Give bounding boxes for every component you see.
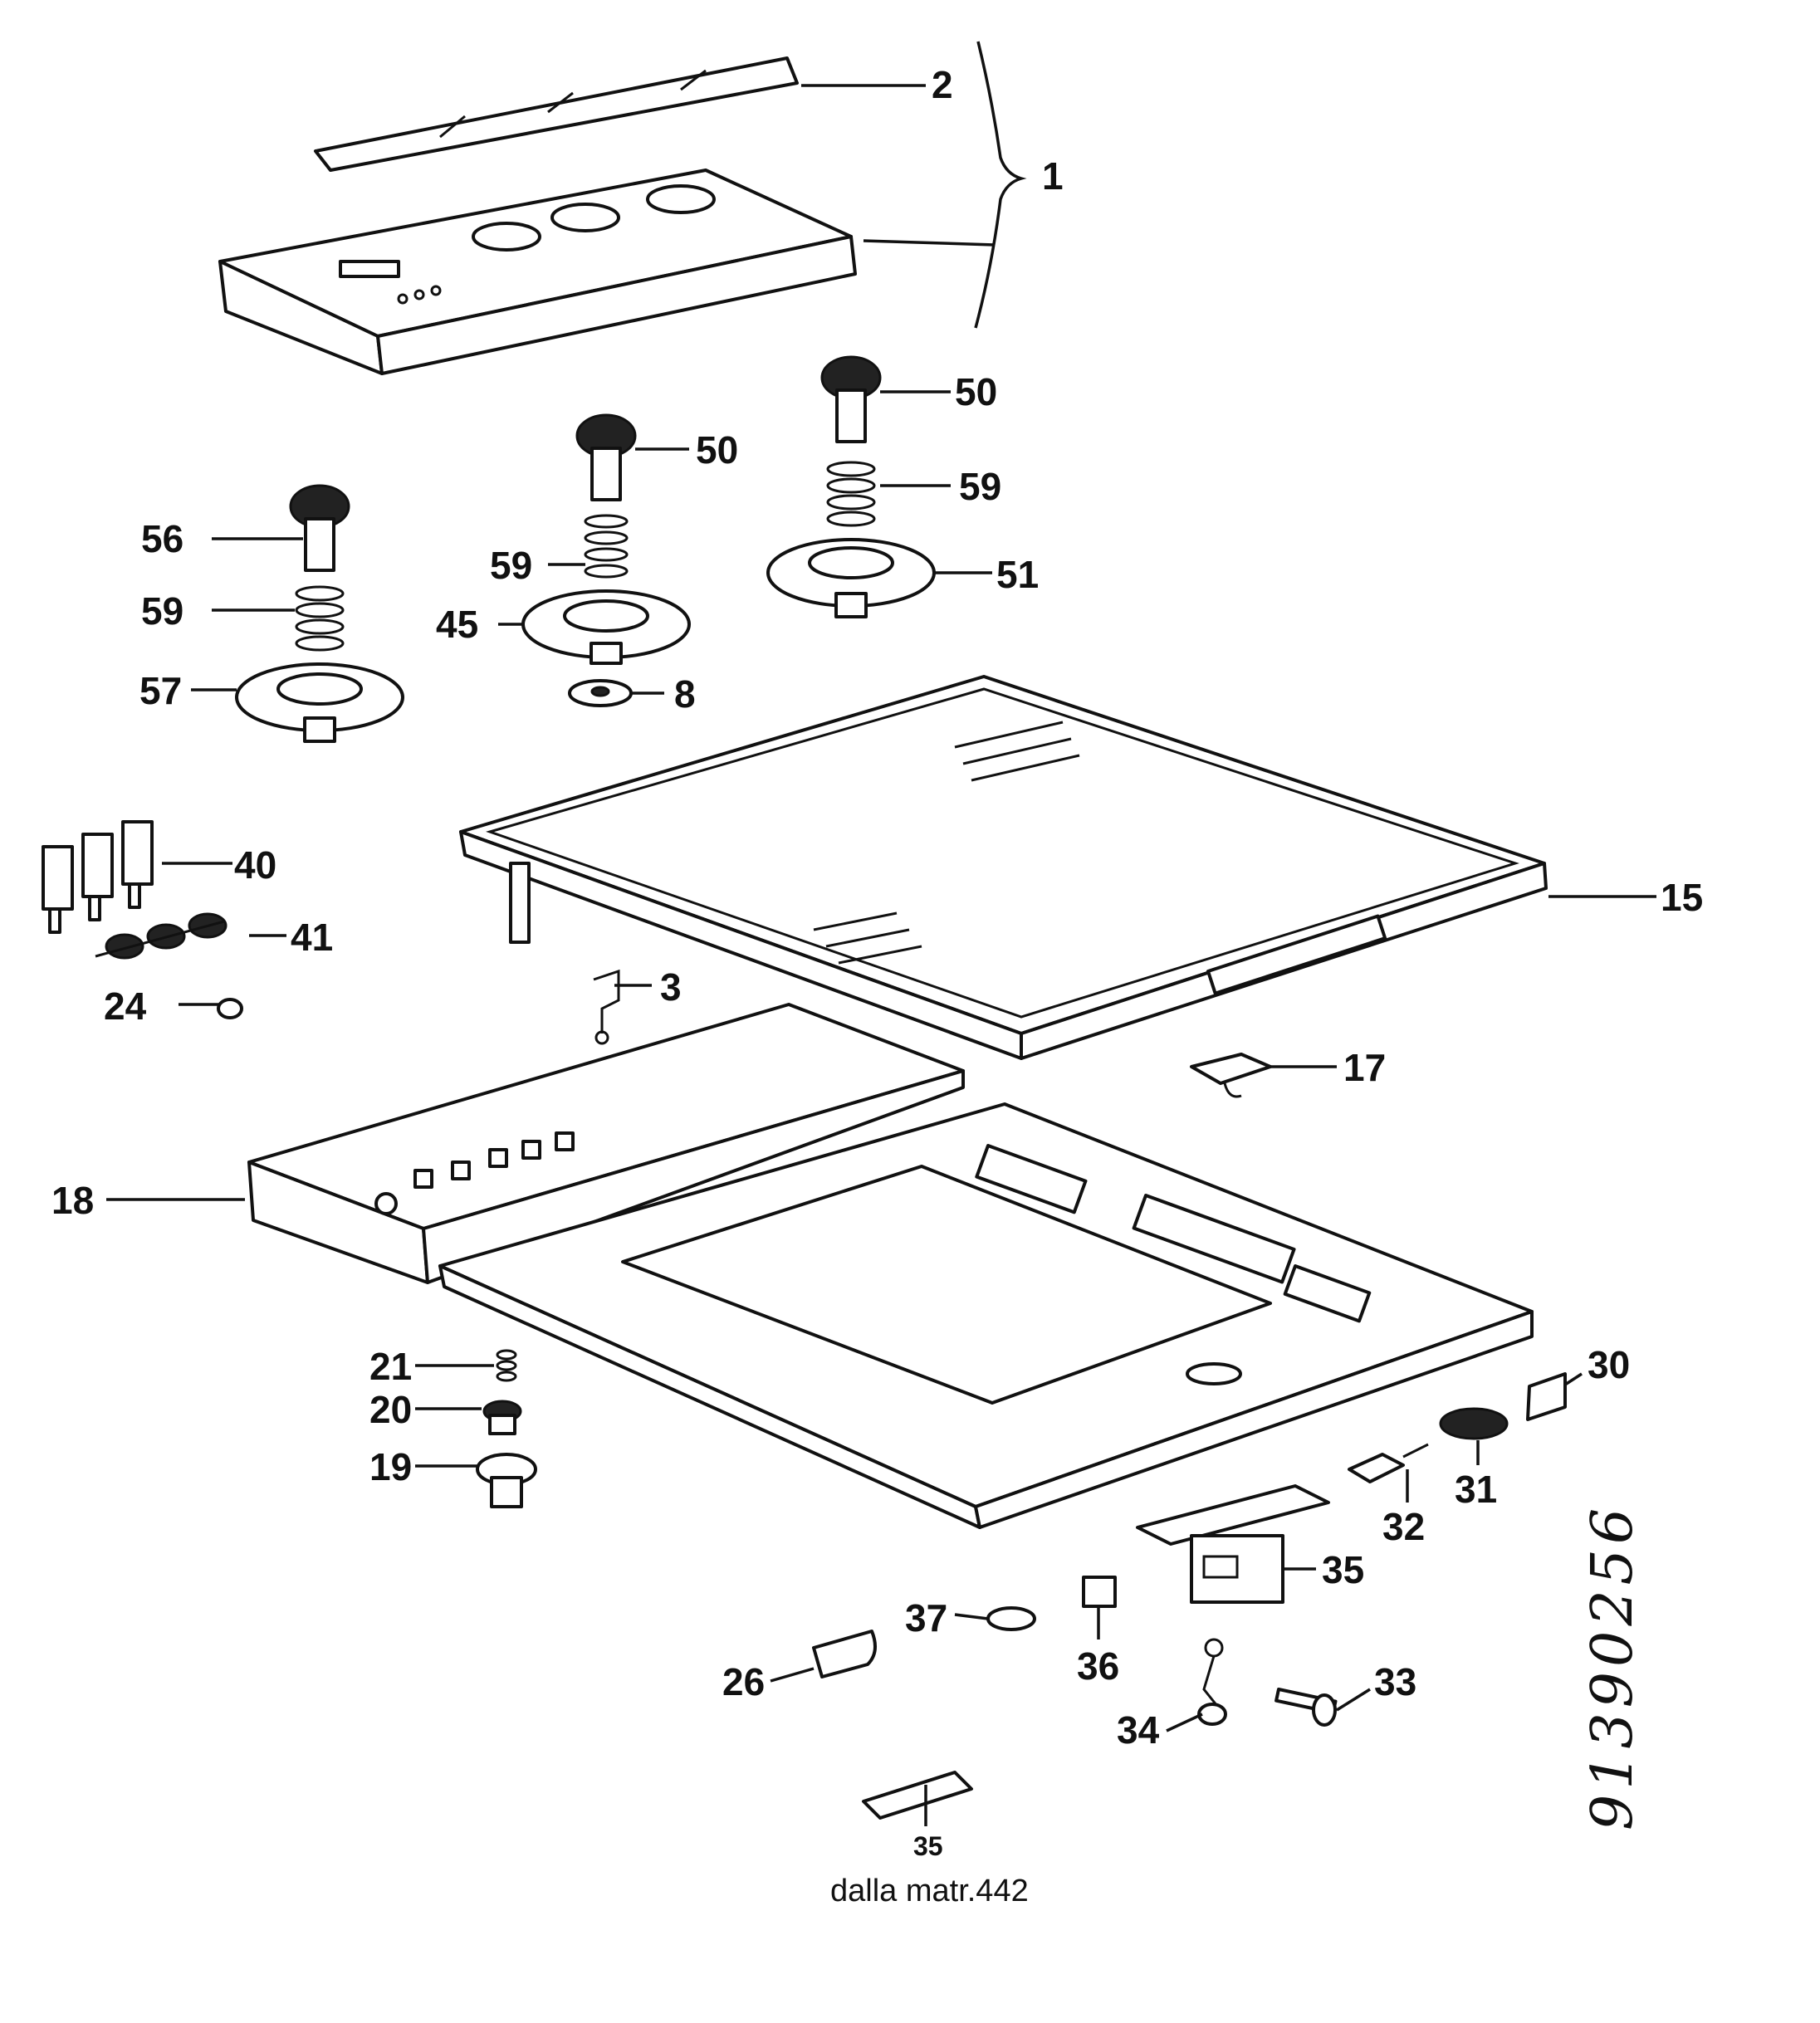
label-20: 20 [369,1388,412,1431]
label-15: 15 [1661,876,1703,919]
part-21-spring [496,1349,517,1382]
part-36-slider [1082,1576,1117,1608]
part-17-bracket [1190,1053,1272,1098]
part-26-hook [812,1630,877,1679]
label-8: 8 [674,672,696,716]
label-17: 17 [1343,1046,1386,1089]
drawing-number: 91390256 [1580,1503,1646,1830]
label-59a: 59 [959,465,1001,508]
part-labels: 2 1 50 50 56 59 59 59 51 45 57 8 40 15 4… [51,63,1703,1908]
part-15-lid [459,675,1548,1060]
leader-lines [106,84,1656,1826]
knob-50b [820,355,882,443]
part-3-hinge [593,969,620,1045]
part-24-stud [217,998,243,1019]
label-35-variant: 35 [913,1831,943,1861]
part-20-cap [482,1400,522,1435]
label-24: 24 [104,985,147,1028]
label-57: 57 [139,669,182,712]
part-33-screw [1274,1688,1338,1727]
label-56: 56 [141,517,183,560]
variant-note: dalla matr.442 [830,1874,1029,1908]
label-41: 41 [291,916,333,959]
label-45: 45 [436,603,478,646]
knob-base-57 [235,662,404,743]
label-34: 34 [1117,1708,1160,1752]
spring-59b [584,514,629,579]
label-32: 32 [1382,1505,1425,1548]
label-51: 51 [996,553,1039,596]
label-18: 18 [51,1179,94,1222]
label-35: 35 [1322,1548,1364,1591]
part-2-glass-panel [314,56,799,172]
knob-50a [575,413,637,501]
label-36: 36 [1077,1644,1119,1688]
knob-56 [289,484,350,572]
label-59b: 59 [490,544,532,587]
part-30-latch-cap [1526,1372,1567,1421]
part-8-washer [568,679,633,707]
part-35-lock [1136,1484,1330,1604]
label-1: 1 [1042,154,1064,198]
spring-59a [295,585,345,652]
top-frame [438,1102,1534,1529]
bracket-1 [974,41,1027,329]
part-35-variant [862,1771,973,1820]
label-2: 2 [932,63,953,106]
part-34-lever [1197,1638,1227,1726]
knob-base-51 [766,538,936,618]
part-41-clips [95,912,228,960]
label-30: 30 [1588,1343,1630,1386]
label-33: 33 [1374,1660,1416,1703]
label-19: 19 [369,1445,412,1488]
part-40-buttons [42,820,154,934]
part-32-latch-pin [1348,1443,1429,1483]
label-40: 40 [234,843,276,887]
label-21: 21 [369,1345,412,1388]
label-26: 26 [722,1660,765,1703]
label-31: 31 [1455,1468,1497,1511]
part-31-spring [1439,1407,1509,1440]
part-1-control-panel [218,169,857,375]
label-50a: 50 [955,370,997,413]
spring-59c [826,461,876,527]
label-50b: 50 [696,428,738,472]
label-37: 37 [905,1596,947,1639]
knob-base-45 [521,589,691,665]
part-19-foot [476,1453,537,1508]
label-3: 3 [660,965,682,1009]
part-37-clip [986,1606,1036,1631]
part-18-tray [247,1003,965,1284]
label-59c: 59 [141,589,183,633]
